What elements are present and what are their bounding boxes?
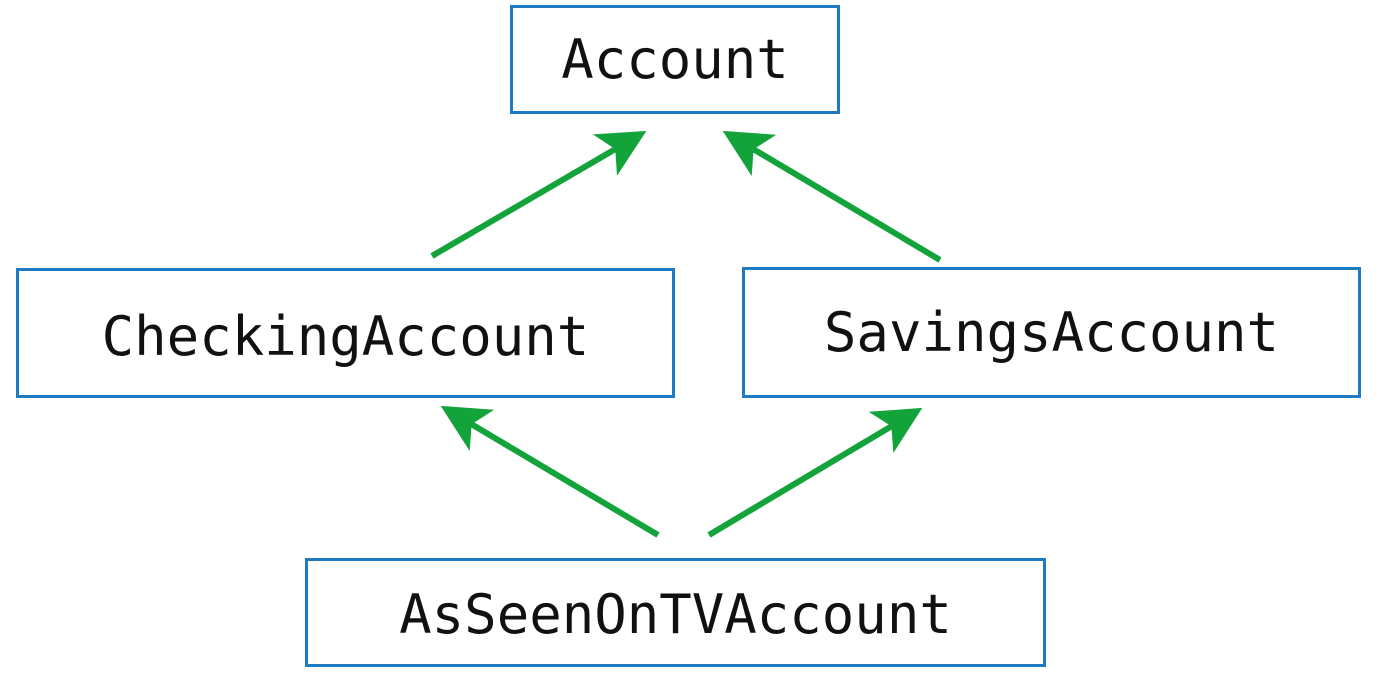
- as-seen-on-tv-account-class-box: AsSeenOnTVAccount: [305, 558, 1046, 667]
- savings-account-class-label: SavingsAccount: [823, 301, 1280, 364]
- arrow-asseen-to-savings: [707, 407, 923, 538]
- as-seen-on-tv-account-class-label: AsSeenOnTVAccount: [399, 583, 952, 646]
- arrow-savings-to-account: [722, 130, 942, 263]
- checking-account-class-box: CheckingAccount: [16, 268, 675, 398]
- savings-account-class-box: SavingsAccount: [742, 267, 1361, 398]
- arrow-asseen-to-checking: [440, 405, 660, 538]
- account-class-box: Account: [510, 5, 840, 114]
- arrow-checking-to-account: [430, 130, 647, 259]
- checking-account-class-label: CheckingAccount: [101, 304, 590, 368]
- account-class-label: Account: [561, 28, 789, 91]
